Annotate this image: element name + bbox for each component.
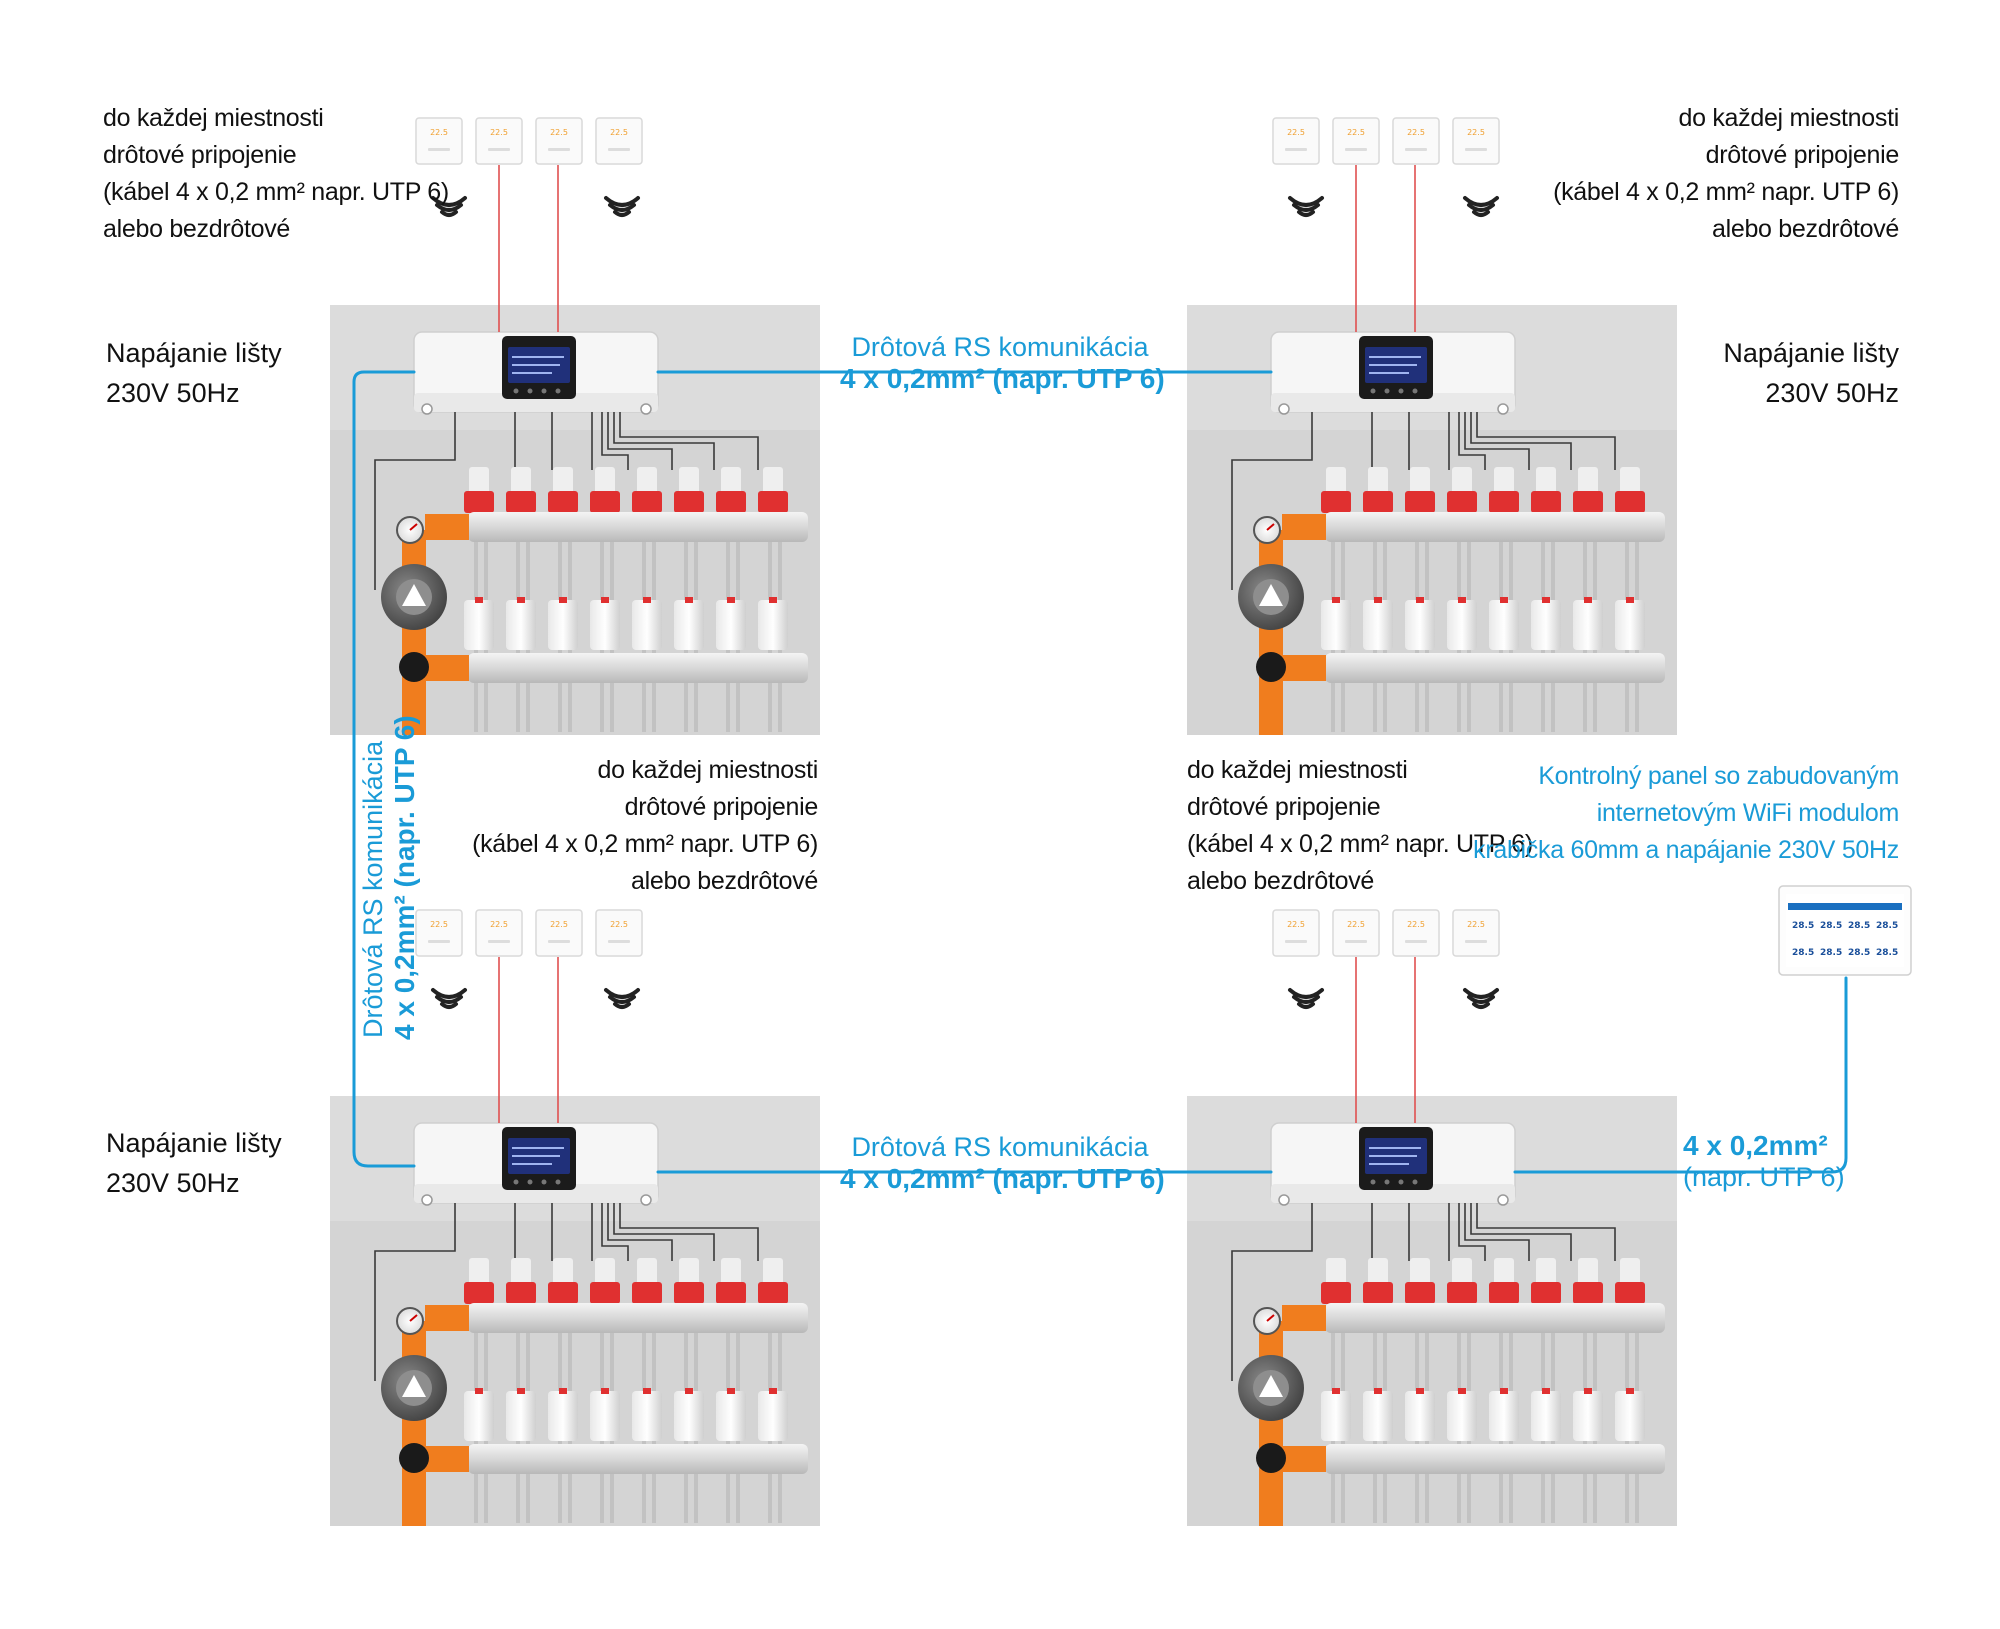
rs-label-line: 4 x 0,2mm² (napr. UTP 6): [840, 363, 1165, 394]
note-line: alebo bezdrôtové: [1711, 215, 1899, 243]
panel-note-line: krabička 60mm a napájanie 230V 50Hz: [1473, 836, 1899, 864]
thermostats-bottom-right: [1272, 909, 1500, 957]
note-line: do každej miestnosti: [103, 104, 324, 132]
svg-text:28.5: 28.5: [1792, 921, 1814, 931]
note-line: alebo bezdrôtové: [630, 867, 818, 895]
manifold-bottom-left: [329, 1095, 821, 1527]
rs-label-line: Drôtová RS komunikácia: [358, 740, 388, 1038]
panel-cable-label: 4 x 0,2mm² (napr. UTP 6): [1683, 1130, 1845, 1193]
svg-text:28.5: 28.5: [1848, 921, 1870, 931]
power-line: 230V 50Hz: [1765, 378, 1899, 408]
note-line: do každej miestnosti: [1678, 104, 1899, 132]
power-line: 230V 50Hz: [106, 378, 240, 408]
panel-note-line: Kontrolný panel so zabudovaným: [1538, 762, 1899, 790]
svg-text:28.5: 28.5: [1792, 948, 1814, 958]
power-line: Napájanie lišty: [106, 338, 282, 368]
rs-label-line: Drôtová RS komunikácia: [851, 1132, 1149, 1162]
power-line: Napájanie lišty: [1723, 338, 1899, 368]
note-line: drôtové pripojenie: [103, 141, 297, 169]
power-line: 230V 50Hz: [106, 1168, 240, 1198]
thermostats-top-left: [415, 117, 643, 165]
thermostats-bottom-left: [415, 909, 643, 957]
note-line: drôtové pripojenie: [1187, 793, 1381, 821]
power-label-top-left: Napájanie lišty 230V 50Hz: [106, 333, 282, 413]
note-line: alebo bezdrôtové: [1187, 867, 1375, 895]
control-panel-device: 28.5 28.5 28.5 28.5 28.5 28.5 28.5 28.5: [1778, 885, 1912, 976]
note-line: (kábel 4 x 0,2 mm² napr. UTP 6): [103, 178, 449, 206]
panel-cable-line: 4 x 0,2mm²: [1683, 1130, 1828, 1161]
svg-text:28.5: 28.5: [1820, 921, 1842, 931]
rs-label-line: 4 x 0,2mm² (napr. UTP 6): [389, 715, 420, 1040]
manifold-top-right: [1186, 304, 1678, 736]
note-line: drôtové pripojenie: [624, 793, 819, 821]
rs-label-line: 4 x 0,2mm² (napr. UTP 6): [840, 1163, 1165, 1194]
svg-text:28.5: 28.5: [1876, 921, 1898, 931]
svg-text:28.5: 28.5: [1876, 948, 1898, 958]
power-label-bottom-left: Napájanie lišty 230V 50Hz: [106, 1123, 282, 1203]
rs-label-top: Drôtová RS komunikácia 4 x 0,2mm² (napr.…: [840, 332, 1165, 395]
note-line: alebo bezdrôtové: [103, 215, 291, 243]
svg-text:28.5: 28.5: [1848, 948, 1870, 958]
power-line: Napájanie lišty: [106, 1128, 282, 1158]
note-line: do každej miestnosti: [1187, 756, 1408, 784]
note-line: (kábel 4 x 0,2 mm² napr. UTP 6): [472, 830, 818, 858]
note-line: do každej miestnosti: [597, 756, 818, 784]
panel-cable-line: (napr. UTP 6): [1683, 1162, 1845, 1192]
note-line: drôtové pripojenie: [1705, 141, 1900, 169]
note-line: (kábel 4 x 0,2 mm² napr. UTP 6): [1553, 178, 1899, 206]
room-note-middle-left: do každej miestnosti drôtové pripojenie …: [472, 752, 818, 900]
note-line: (kábel 4 x 0,2 mm² napr. UTP 6): [1187, 830, 1533, 858]
room-note-top-right: do každej miestnosti drôtové pripojenie …: [1553, 100, 1899, 248]
manifold-top-left: [329, 304, 821, 736]
svg-text:28.5: 28.5: [1820, 948, 1842, 958]
rs-label-vertical: Drôtová RS komunikácia 4 x 0,2mm² (napr.…: [358, 715, 421, 1040]
manifold-bottom-right: [1186, 1095, 1678, 1527]
sensor-wires: [498, 165, 1416, 1123]
power-label-top-right: Napájanie lišty 230V 50Hz: [1723, 333, 1899, 413]
thermostats-top-right: [1272, 117, 1500, 165]
room-note-top-left: do každej miestnosti drôtové pripojenie …: [103, 100, 449, 248]
room-note-middle-right: do každej miestnosti drôtové pripojenie …: [1187, 752, 1533, 900]
panel-note-line: internetovým WiFi modulom: [1596, 799, 1900, 827]
rs-label-line: Drôtová RS komunikácia: [851, 332, 1149, 362]
panel-note: Kontrolný panel so zabudovaným interneto…: [1473, 758, 1899, 869]
rs-label-bottom: Drôtová RS komunikácia 4 x 0,2mm² (napr.…: [840, 1132, 1165, 1195]
rs-bus-lines: [352, 370, 1848, 1174]
